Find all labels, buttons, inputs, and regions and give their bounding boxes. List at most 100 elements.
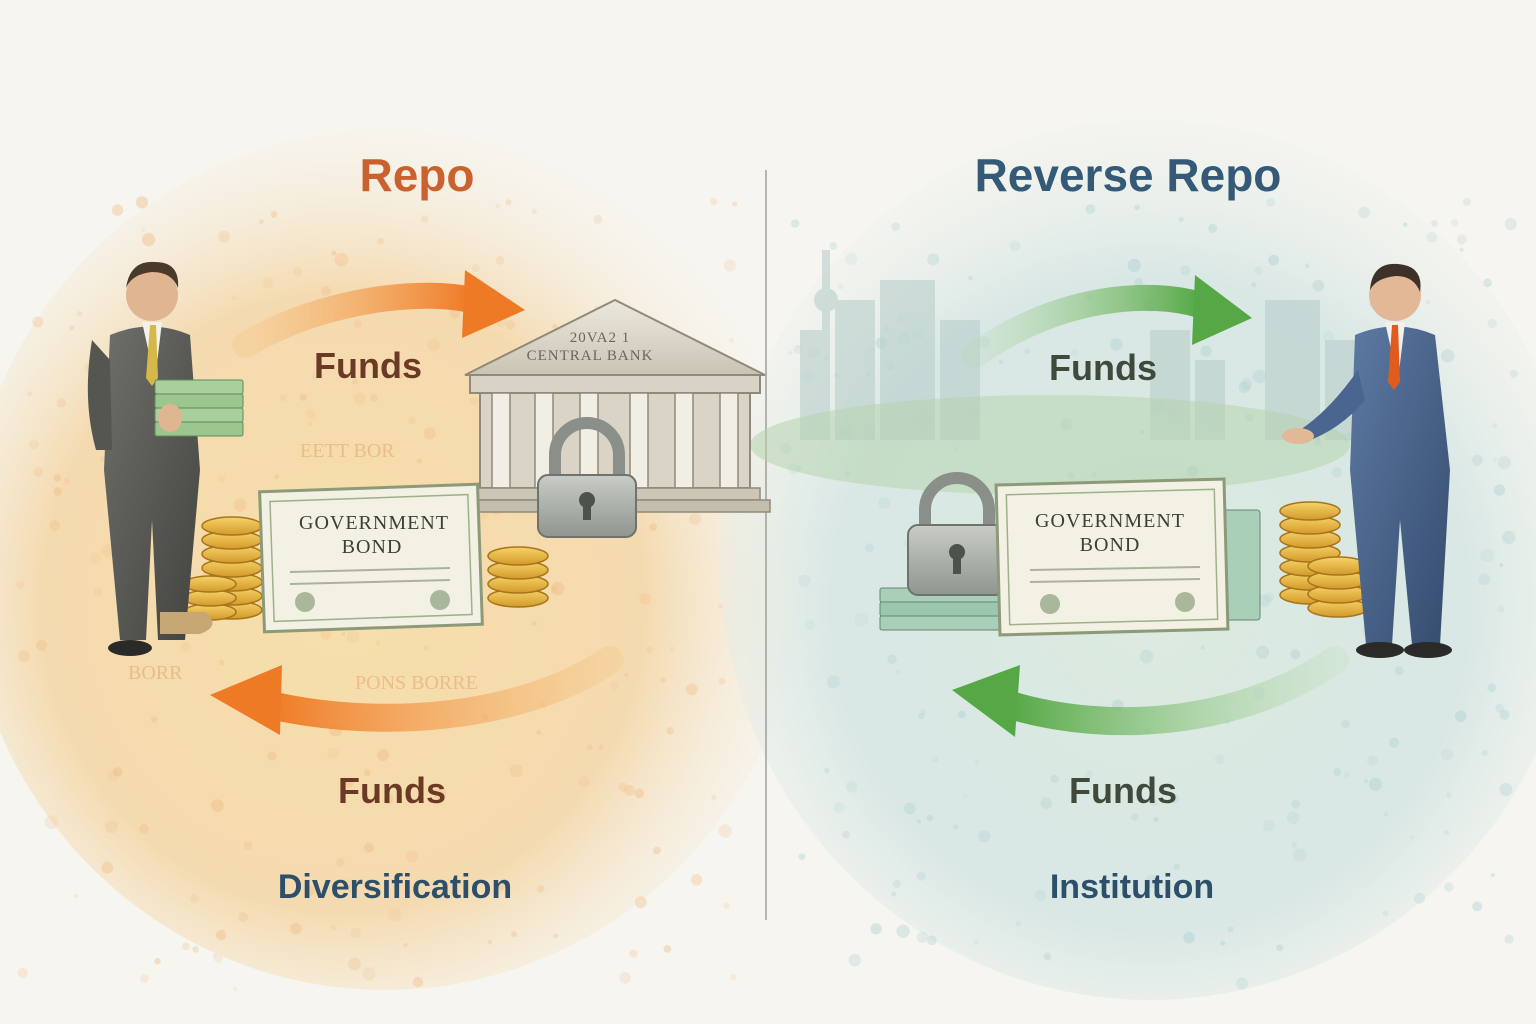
- texture-dot: [56, 398, 66, 408]
- texture-dot: [1389, 737, 1400, 748]
- arrowhead-icon: [210, 665, 282, 735]
- texture-dot: [73, 893, 79, 899]
- texture-dot: [711, 794, 717, 800]
- texture-dot: [106, 769, 120, 782]
- texture-dot: [649, 523, 658, 532]
- texture-dot: [718, 604, 723, 609]
- bank-label-top: 20VA2 1: [569, 330, 631, 346]
- texture-dot: [327, 747, 339, 760]
- texture-dot: [1131, 813, 1139, 821]
- texture-dot: [1504, 218, 1517, 231]
- texture-dot: [495, 204, 500, 209]
- texture-dot: [1085, 204, 1096, 215]
- texture-dot: [685, 683, 698, 696]
- texture-dot: [829, 242, 838, 250]
- texture-dot: [1481, 749, 1488, 756]
- texture-dot: [1139, 649, 1154, 664]
- bond-certificate-icon: [258, 482, 484, 634]
- texture-dot: [330, 924, 337, 931]
- funds-label-bottom-right: Funds: [1069, 770, 1177, 811]
- texture-dot: [848, 953, 862, 967]
- texture-dot: [303, 885, 316, 897]
- texture-dot: [531, 208, 537, 215]
- texture-dot: [15, 580, 25, 590]
- texture-dot: [1495, 703, 1505, 713]
- texture-dot: [973, 939, 979, 945]
- texture-dot: [1403, 222, 1408, 227]
- texture-dot: [1235, 977, 1248, 990]
- texture-dot: [405, 850, 419, 863]
- texture-dot: [320, 629, 332, 641]
- texture-dot: [94, 588, 103, 597]
- texture-dot: [1250, 282, 1257, 288]
- texture-dot: [1228, 926, 1234, 933]
- texture-dot: [690, 874, 703, 886]
- texture-dot: [1173, 863, 1181, 870]
- texture-dot: [433, 787, 447, 801]
- texture-dot: [344, 878, 353, 887]
- cash-stack-icon: [154, 379, 244, 437]
- texture-dot: [89, 552, 102, 564]
- texture-dot: [350, 928, 361, 939]
- faint-text-3: PONS BORRE: [355, 672, 478, 694]
- texture-dot: [864, 543, 875, 553]
- texture-dot: [1050, 774, 1059, 784]
- texture-dot: [498, 883, 506, 891]
- texture-dot: [958, 710, 966, 719]
- texture-dot: [1333, 768, 1342, 776]
- texture-dot: [833, 802, 845, 813]
- texture-dot: [104, 820, 118, 834]
- texture-dot: [1178, 216, 1184, 223]
- texture-dot: [1183, 931, 1195, 944]
- texture-dot: [292, 266, 303, 277]
- texture-dot: [243, 841, 253, 850]
- texture-dot: [845, 781, 858, 793]
- texture-dot: [345, 780, 354, 788]
- funds-arrow-top-right: [962, 284, 1213, 368]
- texture-dot: [423, 645, 429, 651]
- arrowhead-icon: [462, 270, 525, 338]
- texture-dot: [1153, 817, 1159, 823]
- bond-title-right-line2: BOND: [1079, 534, 1141, 556]
- texture-dot: [1331, 467, 1343, 478]
- texture-dot: [709, 197, 718, 206]
- texture-dot: [262, 277, 274, 289]
- texture-dot: [111, 204, 124, 216]
- texture-dot: [974, 759, 980, 764]
- texture-dot: [1084, 770, 1093, 779]
- texture-dot: [978, 830, 991, 843]
- texture-dot: [256, 600, 262, 606]
- bond-certificate-icon: [994, 477, 1230, 637]
- texture-dot: [398, 374, 404, 380]
- funds-label-top-right: Funds: [1049, 347, 1157, 388]
- texture-dot: [53, 474, 61, 482]
- texture-dot: [845, 252, 858, 266]
- texture-dot: [660, 677, 666, 683]
- texture-dot: [1264, 592, 1275, 603]
- texture-dot: [824, 768, 830, 774]
- texture-dot: [804, 619, 816, 630]
- texture-dot: [553, 933, 558, 939]
- texture-dot: [916, 819, 922, 824]
- texture-dot: [1070, 348, 1079, 357]
- texture-dot: [1291, 842, 1297, 848]
- texture-dot: [140, 227, 146, 232]
- texture-dot: [101, 861, 114, 874]
- texture-dot: [1394, 666, 1404, 676]
- texture-dot: [151, 716, 158, 723]
- texture-dot: [788, 350, 793, 356]
- texture-dot: [918, 712, 925, 720]
- texture-dot: [723, 902, 730, 909]
- texture-dot: [1363, 778, 1369, 784]
- reverse-repo-title: Reverse Repo: [974, 149, 1282, 201]
- texture-dot: [730, 973, 737, 981]
- arrowhead-icon: [952, 665, 1020, 737]
- texture-dot: [353, 319, 363, 329]
- texture-dot: [920, 709, 927, 716]
- texture-dot: [1312, 279, 1325, 292]
- texture-dot: [1369, 777, 1383, 791]
- texture-dot: [427, 338, 440, 351]
- texture-dot: [1134, 204, 1140, 211]
- texture-dot: [962, 793, 968, 799]
